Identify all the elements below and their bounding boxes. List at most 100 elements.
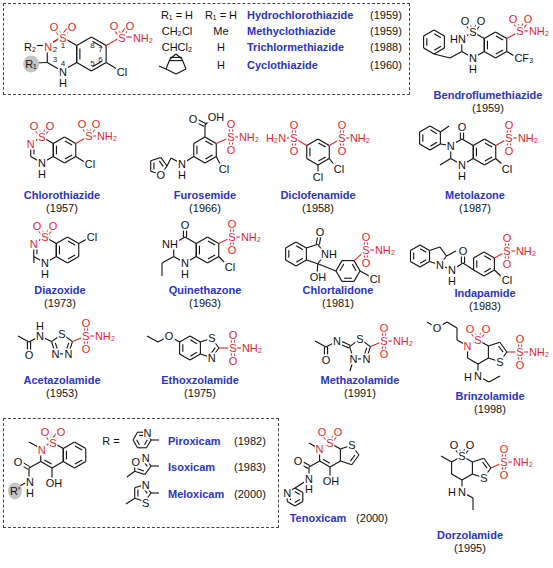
atom-label: N <box>446 140 456 151</box>
bond-line <box>342 281 354 282</box>
bond-line <box>75 446 82 450</box>
bond-line <box>420 144 430 150</box>
atom-label: H <box>35 321 45 332</box>
bond-line <box>295 492 300 495</box>
year-label: (1987) <box>458 203 492 214</box>
bond-line <box>176 69 186 74</box>
atom-label: S <box>468 27 477 38</box>
year-label: (1958) <box>301 203 335 214</box>
bond-line <box>330 461 340 467</box>
compound-name: Indapamide <box>453 288 516 299</box>
bond-line <box>420 260 426 264</box>
bond-line <box>318 159 329 166</box>
bond-line <box>344 278 352 279</box>
bond-line <box>208 241 215 245</box>
atom-label: N <box>457 487 467 498</box>
atom-label: N <box>40 258 50 269</box>
bond-line <box>196 146 197 154</box>
bond-line <box>170 54 176 59</box>
atom-label: S <box>379 336 388 347</box>
atom-label: R = <box>101 436 120 447</box>
bond-line <box>485 159 496 166</box>
bond-line <box>56 244 57 257</box>
atom-label: O <box>109 21 120 32</box>
atom-label: N <box>361 353 371 364</box>
bond-line <box>150 161 151 172</box>
compound-name: Metolazone <box>444 190 506 201</box>
atom-label: O <box>361 258 372 269</box>
bond-line <box>78 244 79 257</box>
atom-label: O <box>499 444 510 455</box>
atom-label: NH₂ <box>349 133 371 144</box>
bond-line <box>208 257 219 264</box>
bond-line <box>315 341 326 347</box>
atom-label: O <box>13 457 24 468</box>
atom-label: O <box>481 324 492 335</box>
atom-label: S <box>40 232 49 243</box>
bond-line <box>296 258 303 262</box>
atom-label: O <box>180 220 191 231</box>
bond-line <box>68 255 75 259</box>
bond-line <box>29 462 41 469</box>
locant-number: 2 <box>52 46 58 54</box>
atom-label: H <box>463 372 473 383</box>
bond-line <box>424 30 434 36</box>
atom-label: NH₂ <box>515 246 537 257</box>
bond-line <box>193 144 194 157</box>
atom-label: O <box>91 119 102 130</box>
atom-label: H <box>447 276 457 287</box>
atom-label: O <box>67 22 78 33</box>
atom-label: S <box>504 133 513 144</box>
atom-label: H <box>457 171 467 182</box>
atom-label: N <box>180 258 190 269</box>
atom-label: H <box>58 78 68 89</box>
atom-label: Cl <box>333 164 345 175</box>
bond-line <box>474 252 484 258</box>
atom-label: OH <box>207 112 226 123</box>
atom-label: S <box>457 451 466 462</box>
atom-label: N <box>349 353 359 364</box>
atom-label: O <box>432 323 443 334</box>
atom-label: O <box>226 119 237 130</box>
year-label: (1983) <box>233 462 267 473</box>
bond-line <box>423 36 424 48</box>
bond-line <box>410 245 420 251</box>
bond-line <box>126 498 135 504</box>
bond-line <box>447 322 457 328</box>
atom-label: O <box>476 16 487 27</box>
atom-label: O <box>499 470 510 481</box>
bond-line <box>135 471 145 474</box>
bond-line <box>151 492 159 493</box>
bond-line <box>306 260 317 264</box>
bond-line <box>485 157 492 161</box>
bond-line <box>484 52 495 59</box>
atom-label: Cl <box>84 159 96 170</box>
atom-label: S <box>499 457 508 468</box>
atom-label: Cl <box>218 164 230 175</box>
bond-line <box>440 126 449 132</box>
bond-line <box>462 139 473 146</box>
bond-line <box>296 246 303 250</box>
year-label: (1953) <box>45 388 79 399</box>
bond-line <box>329 146 330 159</box>
bond-line <box>196 237 207 244</box>
year-label: (1998) <box>473 404 507 415</box>
dashed-group-box: OOSR₂NR₁NH12345678OOSNH₂ClR₁ = HR₁ = HCH… <box>3 3 410 95</box>
bond-line <box>354 271 360 281</box>
bond-line <box>489 376 500 382</box>
atom-label: O <box>502 259 513 270</box>
bond-line <box>430 130 437 134</box>
bond-line <box>474 270 484 276</box>
bond-line <box>506 39 507 52</box>
atom-label: N <box>63 348 73 359</box>
bond-line <box>318 139 329 146</box>
bond-line <box>484 32 495 39</box>
atom-label: Cl <box>312 172 324 183</box>
compound-name: Acetazolamide <box>22 375 101 386</box>
atom-label: O <box>49 22 60 33</box>
table-cell: R₁ = H <box>160 10 194 21</box>
compound-name: Meloxicam <box>167 489 225 500</box>
bond-line <box>286 260 296 266</box>
bond-line <box>434 34 441 38</box>
bond-line <box>133 432 138 440</box>
